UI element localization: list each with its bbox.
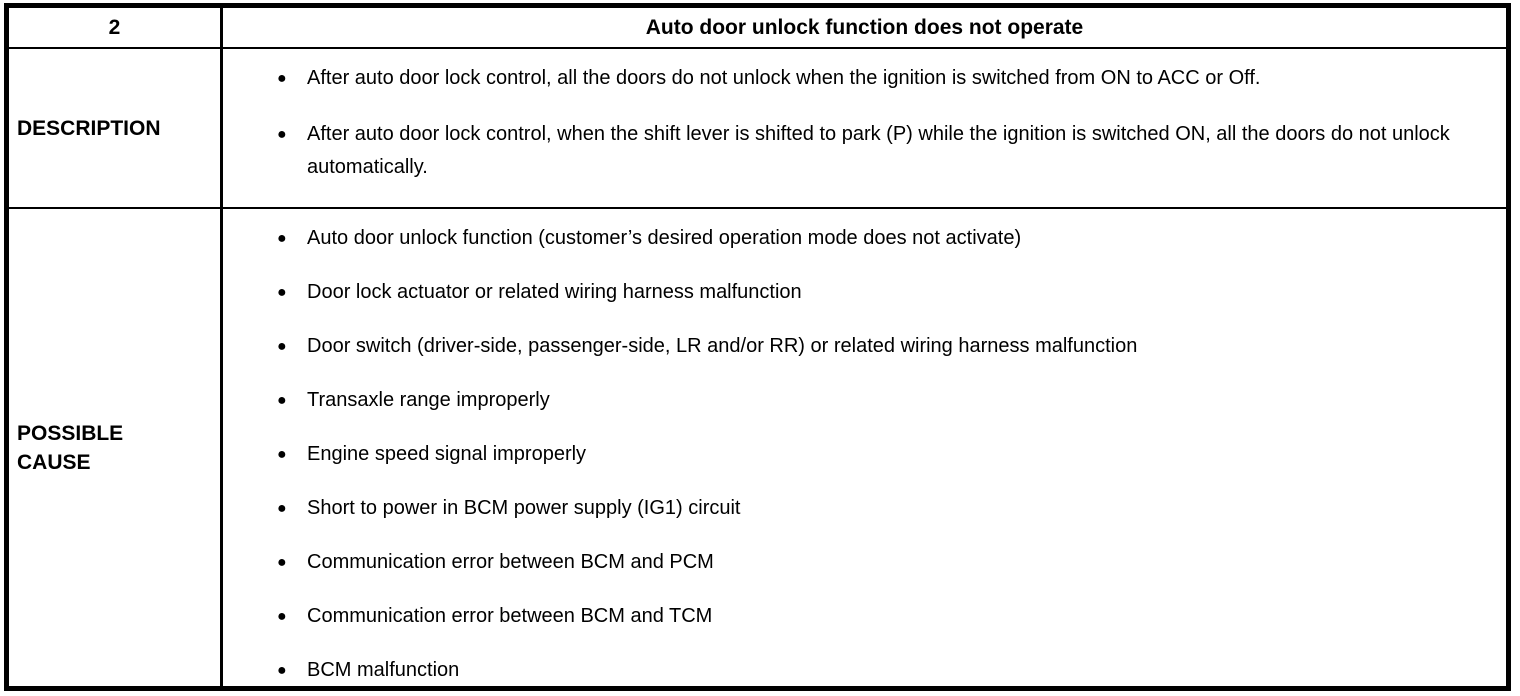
possible-cause-item-text: Communication error between BCM and PCM <box>307 551 714 573</box>
possible-cause-item-text: BCM malfunction <box>307 659 460 681</box>
possible-cause-list-item: ● Short to power in BCM power supply (IG… <box>277 492 1502 525</box>
description-item-text: After auto door lock control, when the s… <box>307 123 1450 178</box>
description-list-item: ● After auto door lock control, all the … <box>277 62 1502 95</box>
possible-cause-content-cell: ● Auto door unlock function (customer’s … <box>223 209 1506 686</box>
bullet-icon: ● <box>277 126 287 143</box>
description-item-text: After auto door lock control, all the do… <box>307 67 1261 89</box>
possible-cause-item-text: Transaxle range improperly <box>307 389 550 411</box>
bullet-icon: ● <box>277 338 287 355</box>
possible-cause-list-item: ● Door switch (driver-side, passenger-si… <box>277 330 1502 363</box>
description-label: DESCRIPTION <box>17 116 161 140</box>
description-label-cell: DESCRIPTION <box>9 49 223 209</box>
possible-cause-list-item: ● Communication error between BCM and TC… <box>277 600 1502 633</box>
possible-cause-list-item: ● Communication error between BCM and PC… <box>277 546 1502 579</box>
possible-cause-list: ● Auto door unlock function (customer’s … <box>223 209 1506 686</box>
bullet-icon: ● <box>277 284 287 301</box>
bullet-icon: ● <box>277 608 287 625</box>
bullet-icon: ● <box>277 392 287 409</box>
description-content-cell: ● After auto door lock control, all the … <box>223 49 1506 209</box>
symptom-title: Auto door unlock function does not opera… <box>645 15 1084 39</box>
possible-cause-list-item: ● BCM malfunction <box>277 654 1502 686</box>
possible-cause-item-text: Engine speed signal improperly <box>307 443 587 465</box>
possible-cause-label: POSSIBLE CAUSE <box>17 421 124 474</box>
possible-cause-item-text: Short to power in BCM power supply (IG1)… <box>307 497 741 519</box>
possible-cause-item-text: Auto door unlock function (customer’s de… <box>307 227 1022 249</box>
bullet-icon: ● <box>277 500 287 517</box>
bullet-icon: ● <box>277 662 287 679</box>
description-list-item: ● After auto door lock control, when the… <box>277 118 1502 184</box>
possible-cause-label-cell: POSSIBLE CAUSE <box>9 209 223 686</box>
possible-cause-item-text: Door lock actuator or related wiring har… <box>307 281 802 303</box>
bullet-icon: ● <box>277 446 287 463</box>
bullet-icon: ● <box>277 70 287 87</box>
symptom-number: 2 <box>108 15 121 39</box>
symptom-number-cell: 2 <box>9 8 223 49</box>
possible-cause-list-item: ● Transaxle range improperly <box>277 384 1502 417</box>
possible-cause-item-text: Communication error between BCM and TCM <box>307 605 713 627</box>
description-list: ● After auto door lock control, all the … <box>223 49 1506 184</box>
possible-cause-list-item: ● Engine speed signal improperly <box>277 438 1502 471</box>
bullet-icon: ● <box>277 554 287 571</box>
possible-cause-list-item: ● Auto door unlock function (customer’s … <box>277 222 1502 255</box>
possible-cause-list-item: ● Door lock actuator or related wiring h… <box>277 276 1502 309</box>
bullet-icon: ● <box>277 230 287 247</box>
symptom-title-cell: Auto door unlock function does not opera… <box>223 8 1506 49</box>
trouble-symptom-table: 2 Auto door unlock function does not ope… <box>4 3 1511 691</box>
possible-cause-item-text: Door switch (driver-side, passenger-side… <box>307 335 1138 357</box>
